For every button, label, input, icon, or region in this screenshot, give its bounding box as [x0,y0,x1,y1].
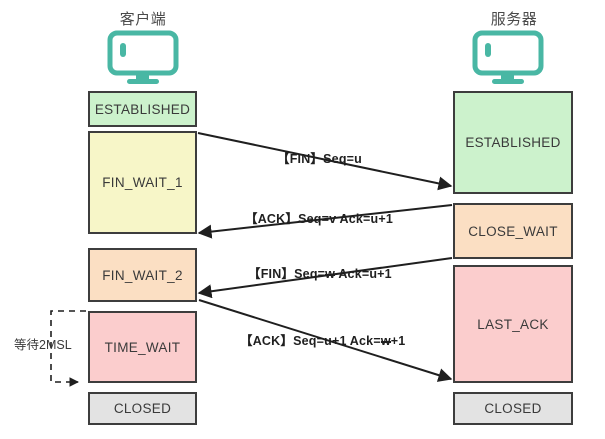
message-text-var: w [325,267,336,281]
client-state-time-wait[interactable]: TIME_WAIT [88,311,197,383]
server-state-last-ack-label: LAST_ACK [477,316,549,332]
client-state-established[interactable]: ESTABLISHED [88,91,197,127]
message-text-var: w [380,334,391,348]
server-state-established[interactable]: ESTABLISHED [453,91,573,194]
client-state-established-label: ESTABLISHED [94,101,191,117]
server-state-closed[interactable]: CLOSED [453,392,573,425]
server-state-last-ack[interactable]: LAST_ACK [453,265,573,383]
msl-annotation-label: 等待2MSL [14,338,72,352]
message-text-pre: 【FIN】Seq= [248,267,326,281]
message-label-ack-1: 【ACK】Seq=v Ack=u+1 [245,208,393,227]
message-label-fin-2: 【FIN】Seq=w Ack=u+1 [248,263,392,282]
client-state-fin-wait-1[interactable]: FIN_WAIT_1 [88,131,197,234]
server-state-close-wait-label: CLOSE_WAIT [468,223,558,239]
server-state-established-label: ESTABLISHED [465,135,561,150]
message-label-fin-1: 【FIN】Seq=u [277,148,362,167]
client-state-closed-label: CLOSED [113,401,172,416]
client-state-fin-wait-2[interactable]: FIN_WAIT_2 [88,248,197,302]
server-state-close-wait[interactable]: CLOSE_WAIT [453,203,573,259]
message-text-post: Ack=u+1 [335,267,392,281]
client-state-closed[interactable]: CLOSED [88,392,197,425]
message-text-post: +1 [390,334,406,348]
message-text: 【ACK】Seq=v Ack=u+1 [245,212,393,226]
client-state-time-wait-label: TIME_WAIT [104,339,181,355]
client-monitor-icon [107,30,179,91]
message-text: 【FIN】Seq=u [277,152,362,166]
message-label-ack-2: 【ACK】Seq=u+1 Ack=w+1 [240,330,405,349]
client-state-fin-wait-1-label: FIN_WAIT_1 [102,175,183,190]
server-title: 服务器 [490,11,538,28]
server-monitor-icon [472,30,544,91]
message-text-pre: 【ACK】Seq=u+1 Ack= [240,334,381,348]
client-title: 客户端 [119,11,167,28]
client-state-fin-wait-2-label: FIN_WAIT_2 [102,267,183,283]
server-state-closed-label: CLOSED [484,401,542,416]
